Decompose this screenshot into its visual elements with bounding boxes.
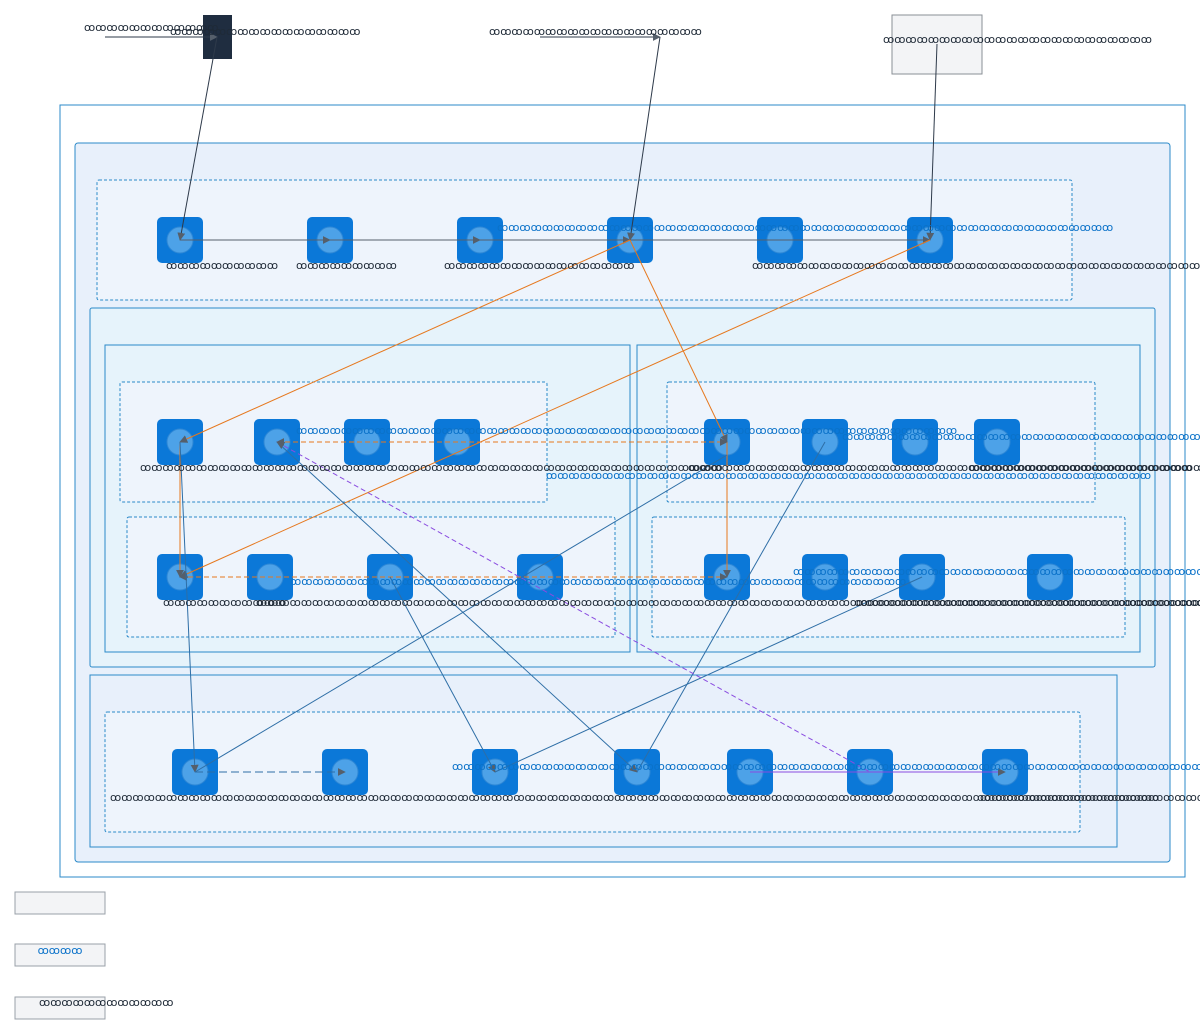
service-glyph-icon — [811, 563, 839, 591]
node-label-b1: ꝏꝏꝏꝏꝏꝏꝏꝏꝏꝏꝏꝏꝏꝏꝏꝏꝏꝏꝏꝏꝏꝏꝏꝏꝏꝏꝏꝏꝏꝏꝏꝏꝏꝏꝏꝏꝏꝏꝏꝏ… — [110, 791, 1200, 804]
edge-label-right-upper: ꝏꝏꝏꝏꝏꝏꝏꝏꝏꝏꝏꝏꝏꝏꝏꝏꝏꝏꝏꝏꝏꝏꝏꝏꝏꝏꝏꝏꝏꝏꝏꝏꝏꝏꝏꝏꝏꝏꝏꝏ… — [842, 430, 1200, 443]
legend-label-3: ꝏꝏꝏꝏꝏꝏꝏꝏꝏꝏꝏꝏ — [39, 996, 173, 1009]
node-label-l2b: ꝏꝏꝏꝏꝏꝏꝏꝏꝏꝏꝏꝏꝏꝏꝏꝏꝏꝏꝏꝏꝏꝏꝏꝏꝏꝏꝏꝏꝏꝏꝏꝏꝏꝏꝏꝏꝏꝏꝏꝏ… — [256, 596, 1200, 609]
edge-label-left-upper: ꝏꝏꝏꝏꝏꝏꝏꝏꝏꝏꝏꝏꝏꝏꝏꝏꝏꝏꝏꝏꝏꝏꝏꝏꝏꝏꝏꝏꝏꝏꝏꝏꝏꝏꝏꝏꝏꝏꝏꝏ… — [296, 424, 957, 437]
service-node-rr1d[interactable] — [974, 419, 1020, 465]
actor-1-label: ꝏꝏꝏꝏꝏꝏꝏꝏꝏꝏꝏꝏ — [84, 21, 218, 34]
service-node-rr1c[interactable] — [892, 419, 938, 465]
node-label-r1a: ꝏꝏꝏꝏꝏꝏꝏꝏꝏꝏ — [166, 259, 278, 272]
edge-label-middle: ꝏꝏꝏꝏꝏꝏꝏꝏꝏꝏꝏꝏꝏꝏꝏꝏꝏꝏꝏꝏꝏꝏꝏꝏꝏꝏꝏꝏꝏꝏꝏꝏꝏꝏꝏꝏꝏꝏꝏꝏ… — [546, 469, 1151, 482]
node-label-r1b: ꝏꝏꝏꝏꝏꝏꝏꝏꝏ — [296, 259, 397, 272]
node-label-rr1a: ꝏꝏꝏꝏꝏꝏꝏꝏꝏꝏꝏꝏꝏꝏꝏꝏꝏꝏꝏꝏꝏꝏꝏꝏꝏꝏꝏꝏꝏꝏꝏꝏꝏꝏꝏꝏꝏꝏꝏꝏ… — [688, 461, 1192, 474]
edge-label-bottom: ꝏꝏꝏꝏꝏꝏꝏꝏꝏꝏꝏꝏꝏꝏꝏꝏꝏꝏꝏꝏꝏꝏꝏꝏꝏꝏꝏꝏꝏꝏꝏꝏꝏꝏꝏꝏꝏꝏꝏꝏ… — [452, 760, 1200, 773]
edge-label-right-lower: ꝏꝏꝏꝏꝏꝏꝏꝏꝏꝏꝏꝏꝏꝏꝏꝏꝏꝏꝏꝏꝏꝏꝏꝏꝏꝏꝏꝏꝏꝏꝏꝏꝏꝏꝏꝏꝏꝏꝏꝏ… — [793, 565, 1200, 578]
node-label-rr2a: ꝏꝏꝏꝏꝏꝏꝏꝏꝏꝏꝏꝏꝏꝏꝏꝏꝏꝏꝏꝏꝏꝏꝏꝏꝏꝏꝏꝏꝏꝏꝏꝏꝏꝏꝏ — [856, 596, 1200, 609]
node-label-l1a: ꝏꝏꝏꝏꝏꝏꝏꝏꝏꝏꝏꝏꝏꝏꝏꝏꝏꝏꝏꝏꝏꝏꝏꝏꝏꝏꝏꝏꝏꝏꝏꝏꝏꝏꝏꝏꝏꝏꝏꝏ… — [140, 461, 723, 474]
node-label-b7: ꝏꝏꝏꝏꝏꝏꝏꝏꝏꝏꝏꝏꝏꝏꝏꝏ — [980, 791, 1159, 804]
legend-label-2: ꝏꝏꝏꝏ — [38, 944, 83, 957]
edges — [105, 33, 1006, 776]
actor-2-edge-label: ꝏꝏꝏꝏꝏꝏꝏꝏꝏꝏꝏꝏꝏꝏꝏꝏꝏꝏꝏ — [489, 25, 702, 38]
node-label-l2a: ꝏꝏꝏꝏꝏꝏꝏꝏꝏꝏꝏ — [163, 596, 286, 609]
edge-label-top: ꝏꝏꝏꝏꝏꝏꝏꝏꝏꝏꝏꝏꝏꝏꝏꝏꝏꝏꝏꝏꝏꝏꝏꝏꝏꝏꝏꝏꝏꝏꝏꝏꝏꝏꝏꝏꝏꝏꝏꝏ… — [497, 221, 1113, 234]
node-label-rr1d: ꝏꝏꝏꝏꝏꝏꝏꝏꝏꝏꝏꝏꝏꝏꝏꝏꝏꝏꝏꝏꝏ — [969, 461, 1200, 474]
edge-label-left-lower: ꝏꝏꝏꝏꝏꝏꝏꝏꝏꝏꝏꝏꝏꝏꝏꝏꝏꝏꝏꝏꝏꝏꝏꝏꝏꝏꝏꝏꝏꝏꝏꝏꝏꝏꝏꝏꝏꝏꝏꝏ… — [290, 575, 906, 588]
node-label-r1c: ꝏꝏꝏꝏꝏꝏꝏꝏꝏꝏꝏꝏꝏꝏꝏꝏꝏ — [444, 259, 634, 272]
service-glyph-icon — [1036, 563, 1064, 591]
legend-swatch-2 — [14, 943, 106, 967]
legend-swatch-1 — [14, 891, 106, 915]
actor-1-edge-label: ꝏꝏꝏꝏꝏꝏꝏꝏꝏꝏꝏꝏꝏꝏꝏꝏꝏ — [170, 25, 360, 38]
legend: ꝏꝏꝏꝏ ꝏꝏꝏꝏꝏꝏꝏꝏꝏꝏꝏꝏ — [14, 891, 173, 1020]
bottom-service-group — [104, 711, 1081, 833]
actor-3-label: ꝏꝏꝏꝏꝏꝏꝏꝏꝏꝏꝏꝏꝏꝏꝏꝏꝏꝏꝏꝏꝏꝏꝏꝏ — [883, 33, 1152, 46]
service-glyph-icon — [983, 428, 1011, 456]
service-node-rr2b[interactable] — [802, 554, 848, 600]
service-node-rr2d[interactable] — [1027, 554, 1073, 600]
node-label-r1f: ꝏꝏꝏꝏꝏꝏꝏꝏꝏꝏꝏꝏꝏꝏꝏꝏꝏꝏꝏꝏꝏꝏꝏꝏꝏꝏꝏꝏꝏꝏꝏꝏꝏꝏꝏꝏꝏꝏꝏꝏ… — [752, 259, 1200, 272]
legend-swatch-3 — [14, 996, 106, 1020]
service-glyph-icon — [901, 428, 929, 456]
